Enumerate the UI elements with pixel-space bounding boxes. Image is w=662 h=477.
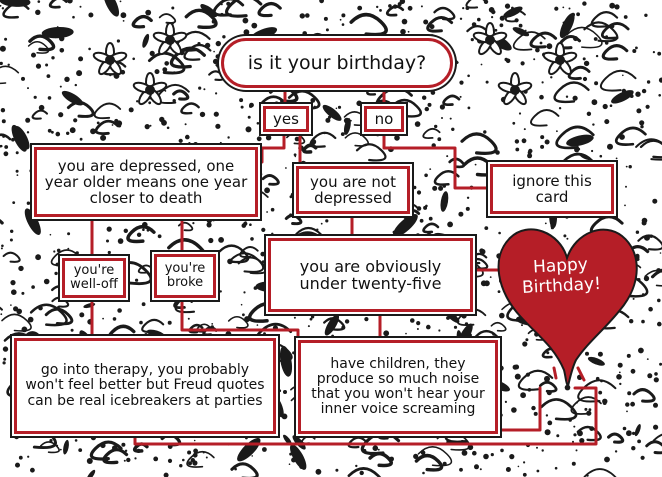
therapy-node: go into therapy, you probably won't feel… xyxy=(14,338,276,434)
broke-node: you're broke xyxy=(154,254,216,298)
no-node: no xyxy=(364,106,404,132)
well-off-node: you're well-off xyxy=(62,258,126,298)
yes-node: yes xyxy=(263,106,309,132)
under-twenty-five-text: you are obviously under twenty-five xyxy=(299,256,442,293)
depressed-node: you are depressed, one year older means … xyxy=(34,147,258,217)
connector-therapy-heart xyxy=(133,386,598,446)
question-text: is it your birthday? xyxy=(247,51,427,74)
yes-text: yes xyxy=(273,109,299,128)
connector-children-heart xyxy=(496,386,542,432)
broke-text: you're broke xyxy=(164,260,206,290)
children-text: have children, they produce so much nois… xyxy=(311,355,485,418)
heart-greeting: Happy Birthday! xyxy=(499,253,623,300)
depressed-text: you are depressed, one year older means … xyxy=(44,156,248,208)
under-twenty-five-node: you are obviously under twenty-five xyxy=(268,238,473,312)
connector-broke-children xyxy=(180,296,300,344)
connector-yes-depressed xyxy=(260,126,286,164)
well-off-text: you're well-off xyxy=(70,262,118,292)
not-depressed-text: you are not depressed xyxy=(310,172,396,207)
question-node: is it your birthday? xyxy=(221,38,453,88)
therapy-text: go into therapy, you probably won't feel… xyxy=(25,362,265,409)
not-depressed-node: you are not depressed xyxy=(296,166,410,214)
no-text: no xyxy=(374,109,394,128)
ignore-card-node: ignore this card xyxy=(490,164,614,214)
ignore-card-text: ignore this card xyxy=(512,171,592,206)
heart-shape xyxy=(497,228,638,388)
connector-no-ignore xyxy=(382,126,492,190)
children-node: have children, they produce so much nois… xyxy=(298,340,498,434)
